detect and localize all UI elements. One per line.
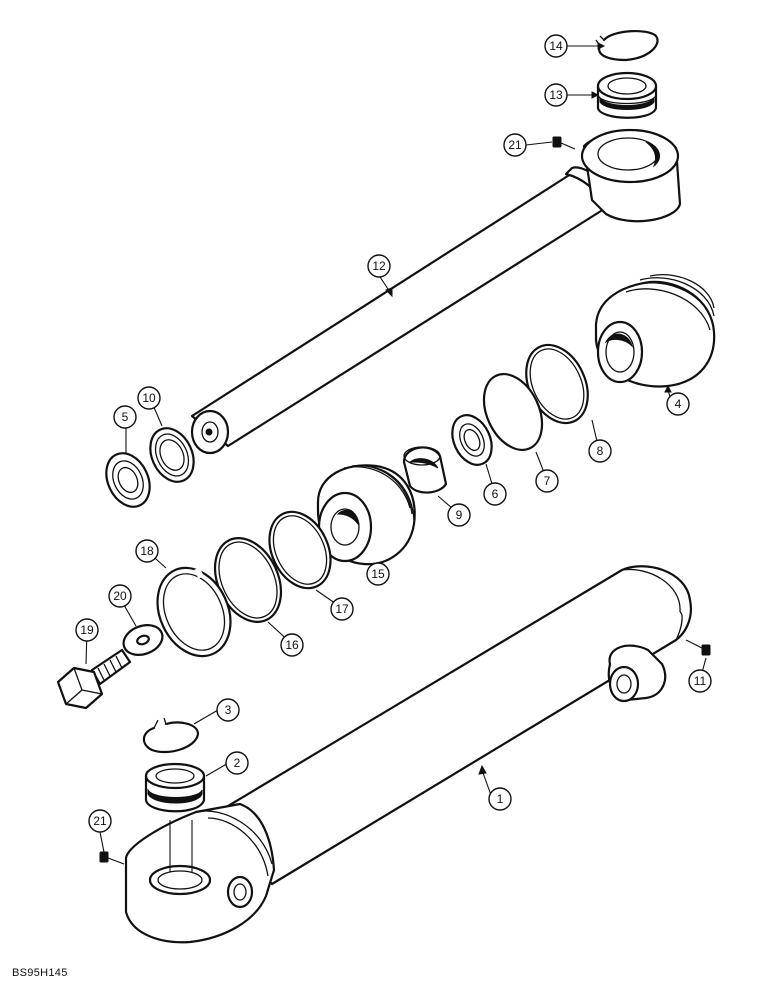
part-20-washer	[122, 624, 164, 656]
callout-6: 6	[483, 482, 507, 506]
callout-20: 20	[108, 584, 132, 608]
svg-text:10: 10	[142, 391, 156, 405]
part-18-wear-ring	[156, 566, 232, 658]
part-7-o-ring	[482, 373, 544, 451]
svg-text:8: 8	[597, 444, 604, 458]
svg-text:19: 19	[80, 623, 94, 637]
svg-text:9: 9	[456, 508, 463, 522]
callout-5: 5	[113, 405, 137, 429]
svg-text:13: 13	[549, 88, 563, 102]
callout-17: 17	[330, 597, 354, 621]
callout-14: 14	[544, 34, 568, 58]
callout-21-bottom: 21	[88, 809, 112, 833]
callout-15: 15	[366, 562, 390, 586]
part-1-cylinder-barrel	[124, 565, 692, 944]
svg-text:14: 14	[549, 39, 563, 53]
callout-4: 4	[666, 392, 690, 416]
svg-text:21: 21	[93, 814, 107, 828]
part-6-wiper-seal	[451, 414, 493, 466]
svg-text:12: 12	[372, 259, 386, 273]
callout-21-top: 21	[503, 133, 527, 157]
part-17-piston-ring	[268, 510, 332, 590]
part-16-piston-ring	[213, 537, 283, 623]
svg-text:20: 20	[113, 589, 127, 603]
part-21-grease-fitting-bottom	[99, 851, 125, 865]
svg-text:2: 2	[234, 756, 241, 770]
part-4-gland	[594, 274, 716, 388]
callout-3: 3	[216, 698, 240, 722]
callout-7: 7	[535, 469, 559, 493]
svg-text:7: 7	[544, 474, 551, 488]
part-11-grease-fitting	[685, 639, 711, 656]
svg-text:21: 21	[508, 138, 522, 152]
svg-text:4: 4	[675, 397, 682, 411]
svg-text:6: 6	[492, 487, 499, 501]
part-10-rod-seal	[149, 427, 195, 483]
part-9-spacer	[402, 446, 448, 494]
callout-8: 8	[588, 439, 612, 463]
callout-9: 9	[447, 503, 471, 527]
callout-13: 13	[544, 83, 568, 107]
part-14-retaining-ring	[595, 30, 659, 62]
part-12-piston-rod	[190, 128, 682, 455]
part-2-bushing	[144, 762, 206, 813]
callout-11: 11	[688, 669, 712, 693]
svg-text:15: 15	[371, 567, 385, 581]
callout-12: 12	[367, 254, 391, 278]
part-19-bolt	[56, 648, 132, 710]
part-5-wiper	[105, 452, 151, 508]
svg-text:5: 5	[122, 410, 129, 424]
callout-10: 10	[137, 386, 161, 410]
figure-reference-code: BS95H145	[12, 967, 68, 979]
part-3-retaining-ring	[142, 717, 200, 754]
svg-text:11: 11	[694, 674, 707, 688]
callout-18: 18	[135, 539, 159, 563]
svg-text:17: 17	[335, 602, 349, 616]
callout-1: 1	[488, 787, 512, 811]
part-13-bushing	[596, 71, 658, 119]
svg-text:18: 18	[140, 544, 154, 558]
callout-16: 16	[280, 633, 304, 657]
callout-2: 2	[225, 751, 249, 775]
part-21-grease-fitting-top	[552, 136, 576, 150]
callout-19: 19	[75, 618, 99, 642]
svg-text:1: 1	[497, 792, 504, 806]
svg-text:16: 16	[285, 638, 299, 652]
svg-text:3: 3	[225, 703, 232, 717]
part-15-piston	[316, 464, 416, 566]
